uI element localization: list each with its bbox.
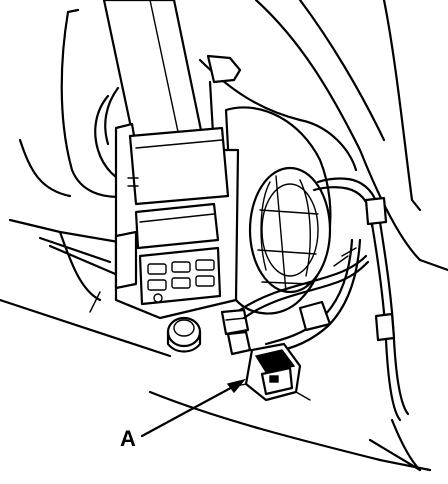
small-connector xyxy=(220,308,252,356)
quarter-panel xyxy=(148,0,448,472)
callout-a-label: A xyxy=(120,426,136,451)
mounting-bolt xyxy=(166,316,202,353)
wiring-harness xyxy=(238,177,410,422)
callout-a: A xyxy=(120,378,246,451)
pillar-trim-panel xyxy=(0,8,172,358)
retractor-reel-housing xyxy=(224,106,332,315)
warning-label-panel xyxy=(147,259,215,303)
connector-a xyxy=(235,342,311,402)
